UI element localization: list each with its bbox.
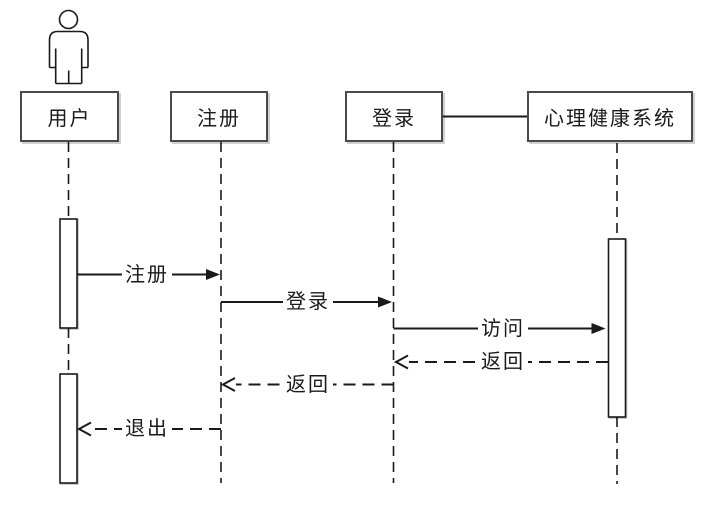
message-label-register: 注册: [122, 264, 172, 286]
arrowhead-filled-login: [378, 296, 392, 308]
participant-box-system: 心理健康系统: [527, 91, 693, 142]
arrowhead-filled-access: [591, 323, 606, 334]
participant-label-system: 心理健康系统: [544, 108, 676, 130]
arrowhead-open-return-login: [220, 377, 236, 392]
person-icon-legs: [54, 48, 83, 85]
message-label-access: 访问: [478, 317, 528, 340]
participant-box-user: 用户: [20, 91, 119, 142]
participant-label-register: 注册: [197, 108, 241, 130]
activation-bar-system: [607, 238, 627, 418]
person-icon-torso: [48, 30, 89, 68]
person-icon-head: [58, 9, 79, 30]
arrowhead-open-return-system: [393, 354, 409, 370]
arrowhead-open-exit: [76, 421, 92, 437]
activation-bar-user-1: [59, 218, 78, 329]
person-icon: [48, 9, 89, 85]
message-label-exit: 退出: [122, 418, 172, 440]
activation-bar-user-2: [59, 373, 78, 484]
arrowhead-filled-register: [206, 269, 220, 280]
message-label-return-login: 返回: [283, 373, 333, 396]
participant-box-register: 注册: [170, 91, 268, 142]
message-label-login: 登录: [283, 291, 333, 313]
message-label-return-system: 返回: [478, 351, 528, 373]
participant-label-login: 登录: [372, 108, 416, 130]
participant-box-login: 登录: [345, 91, 443, 142]
participant-label-user: 用户: [47, 108, 92, 130]
